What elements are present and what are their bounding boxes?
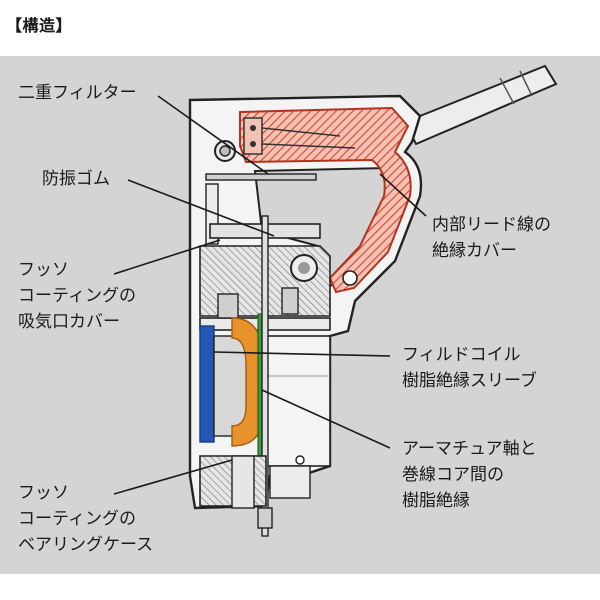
tool-cross-section-illustration	[113, 64, 558, 537]
filter-and-screw	[205, 140, 317, 245]
leader-bearing-case	[113, 459, 233, 495]
label-line: アーマチュア軸と	[402, 439, 537, 459]
power-cable	[403, 64, 558, 146]
label-line: コーティングの	[18, 286, 136, 306]
label-line: 絶縁カバー	[432, 241, 517, 261]
label-double-filter: 二重フィルター	[18, 83, 137, 103]
label-vibration-rubber: 防振ゴム	[42, 169, 110, 189]
label-line: フッソ	[18, 260, 69, 280]
label-line: フッソ	[18, 483, 69, 503]
leader-double-filter	[157, 95, 269, 175]
label-fluoro-intake-cover: フッソ コーティングの 吸気口カバー	[18, 257, 136, 335]
label-fluoro-bearing-case: フッソ コーティングの ベアリングケース	[18, 480, 153, 558]
leader-lines	[113, 95, 427, 495]
label-line: ベアリングケース	[18, 535, 154, 555]
leader-internal-lead-cover	[379, 173, 427, 217]
leader-field-coil-sleeve	[213, 351, 391, 357]
label-internal-lead-cover: 内部リード線の 絶縁カバー	[432, 212, 551, 264]
label-line: 樹脂絶縁	[402, 491, 470, 511]
label-line: 吸気口カバー	[18, 312, 120, 332]
label-line: 巻線コア間の	[402, 465, 504, 485]
label-armature-insulation: アーマチュア軸と 巻線コア間の 樹脂絶縁	[402, 436, 537, 514]
label-line: 樹脂絶縁スリーブ	[402, 371, 537, 391]
internal-lead-cover-hatched	[239, 106, 412, 294]
section-heading: 【構造】	[6, 16, 73, 35]
label-line: フィルドコイル	[402, 345, 521, 365]
leader-armature-insulation	[261, 389, 391, 449]
label-line: コーティングの	[18, 509, 136, 529]
armature-shaft	[257, 215, 273, 537]
leader-intake-cover	[113, 239, 221, 275]
bearing-case	[199, 455, 311, 509]
label-field-coil-sleeve: フィルドコイル 樹脂絶縁スリーブ	[402, 342, 537, 394]
diagram-panel	[0, 56, 600, 574]
leader-vibration-rubber	[127, 179, 275, 237]
label-line: 内部リード線の	[432, 215, 551, 235]
